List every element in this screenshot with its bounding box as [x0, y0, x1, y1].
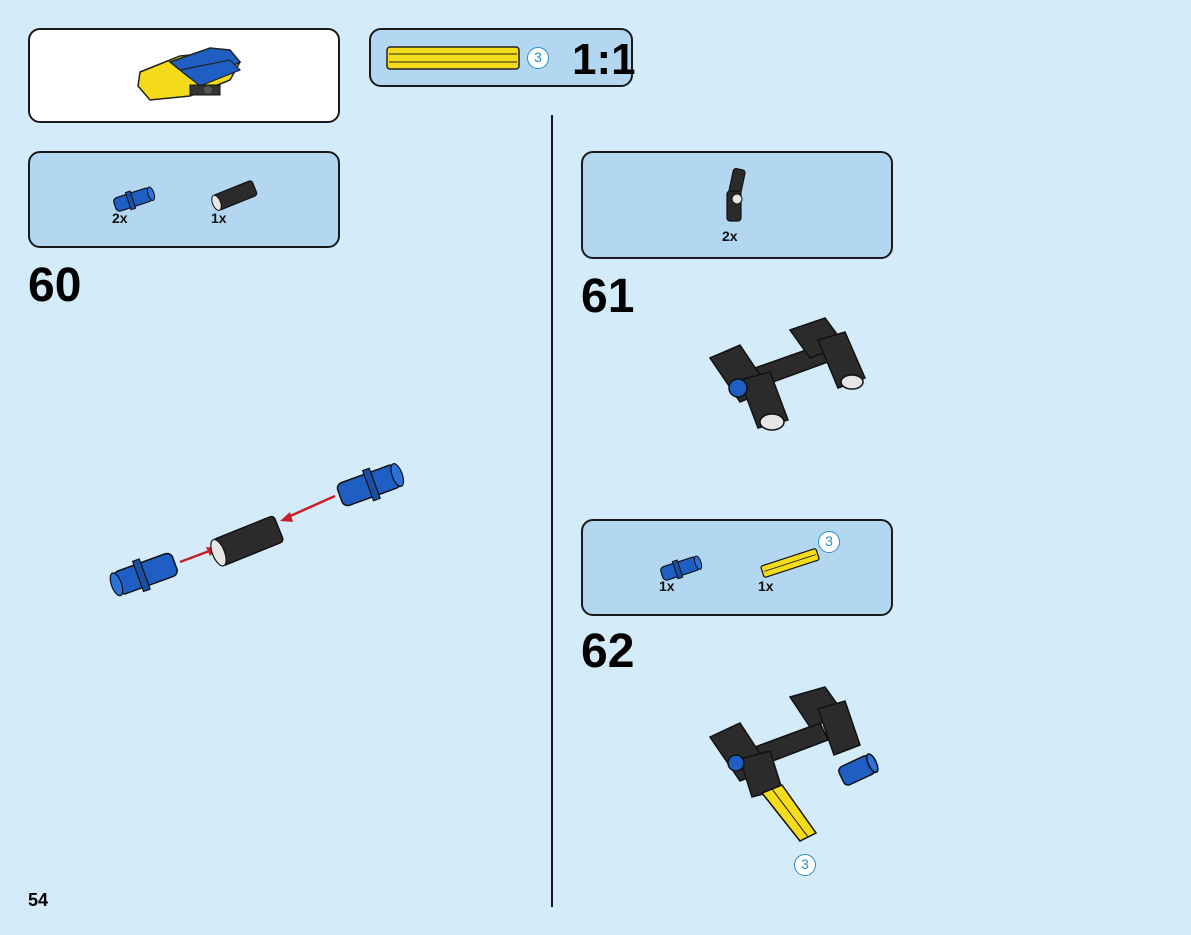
yellow-axle-icon: [760, 548, 820, 578]
step-60-parts-box: 2x 1x: [28, 151, 340, 248]
black-axle-connector-icon: [211, 180, 258, 211]
scale-ratio: 1:1: [572, 35, 636, 84]
step-61-parts-box: 2x: [581, 151, 893, 259]
blue-pin-icon: [113, 186, 156, 212]
scale-length-badge: 3: [527, 47, 549, 69]
step-62-pin-qty: 1x: [659, 578, 675, 594]
step-62-parts-box: 1x 3 1x: [581, 519, 893, 616]
scale-indicator-box: 3 1:1: [369, 28, 636, 87]
axle-1-to-1-icon: [386, 46, 520, 70]
left-blue-pin-icon: [109, 552, 178, 597]
step-62-axle-qty: 1x: [758, 578, 774, 594]
step-61-number: 61: [581, 270, 635, 323]
page-number: 54: [28, 890, 49, 910]
column-divider: [551, 115, 553, 907]
car-model-icon: [137, 47, 242, 101]
yellow-axle-length-badge: 3: [818, 531, 840, 553]
insert-arrow-right: [287, 494, 336, 519]
step-60-connector-qty: 1x: [211, 210, 227, 226]
callout-length-badge: 3: [794, 854, 816, 876]
insert-arrow-left: [179, 548, 213, 564]
step-61-assembly: [708, 317, 867, 431]
step-61-connector-qty: 2x: [722, 228, 738, 244]
submodel-preview-box: [28, 28, 340, 123]
right-blue-pin-icon: [336, 463, 405, 507]
black-axle-connector-assembly-icon: [210, 515, 284, 567]
step-60-pin-qty: 2x: [112, 210, 128, 226]
step-62-number: 62: [581, 625, 635, 678]
blue-pin-icon: [660, 555, 703, 581]
black-angle-connector-icon: [726, 167, 746, 222]
step-62-assembly: [708, 686, 879, 842]
step-60-assembly: [109, 463, 405, 597]
step-60-number: 60: [28, 259, 82, 312]
